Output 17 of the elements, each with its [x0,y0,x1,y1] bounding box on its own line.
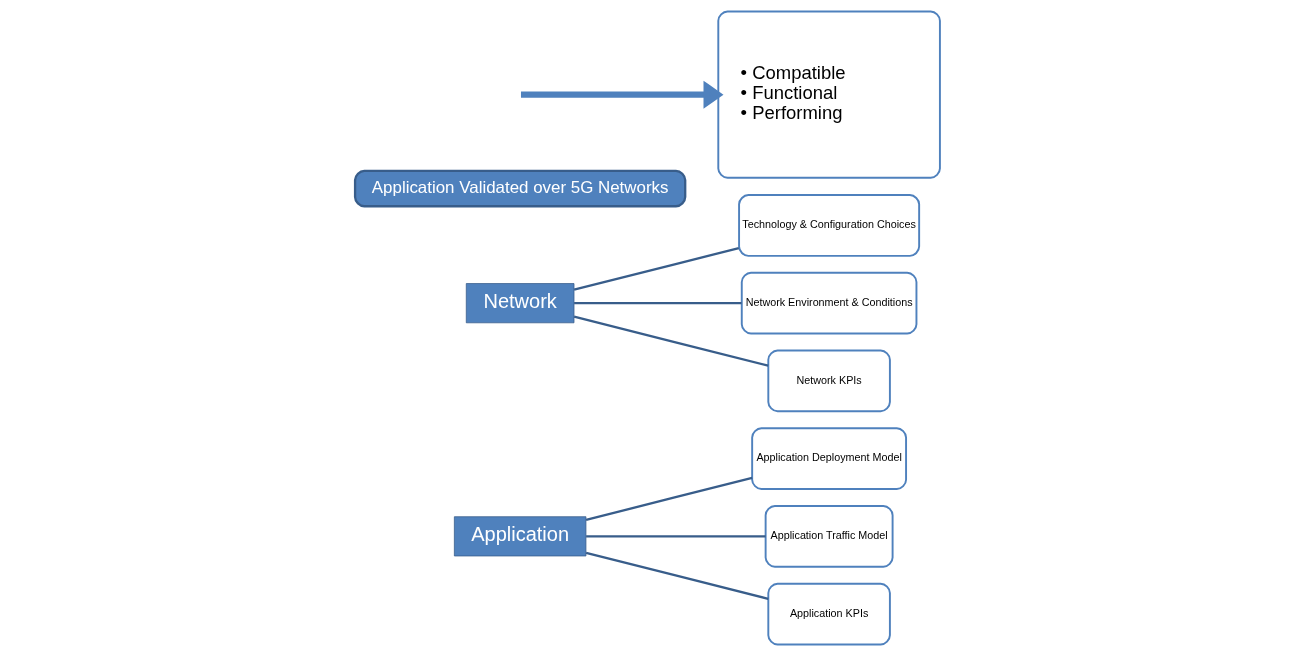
node-box: Application Traffic Model [764,505,894,568]
node-box: Technology & Configuration Choices [738,194,921,257]
node-box: Application [453,516,587,557]
node-box: • Compatible • Functional • Performing [717,10,941,179]
node-box: Network [465,283,575,324]
connector [585,551,769,600]
node-box: Application Validated over 5G Networks [353,169,687,208]
connector [573,246,740,291]
connector [574,302,742,305]
node-box: Application KPIs [767,582,891,646]
arrow [520,80,724,109]
node-box: Application Deployment Model [751,427,907,490]
node-box: Network KPIs [767,349,891,413]
connector [573,315,769,367]
connector [586,535,766,538]
connector [585,476,753,521]
node-box: Network Environment & Conditions [740,271,918,335]
